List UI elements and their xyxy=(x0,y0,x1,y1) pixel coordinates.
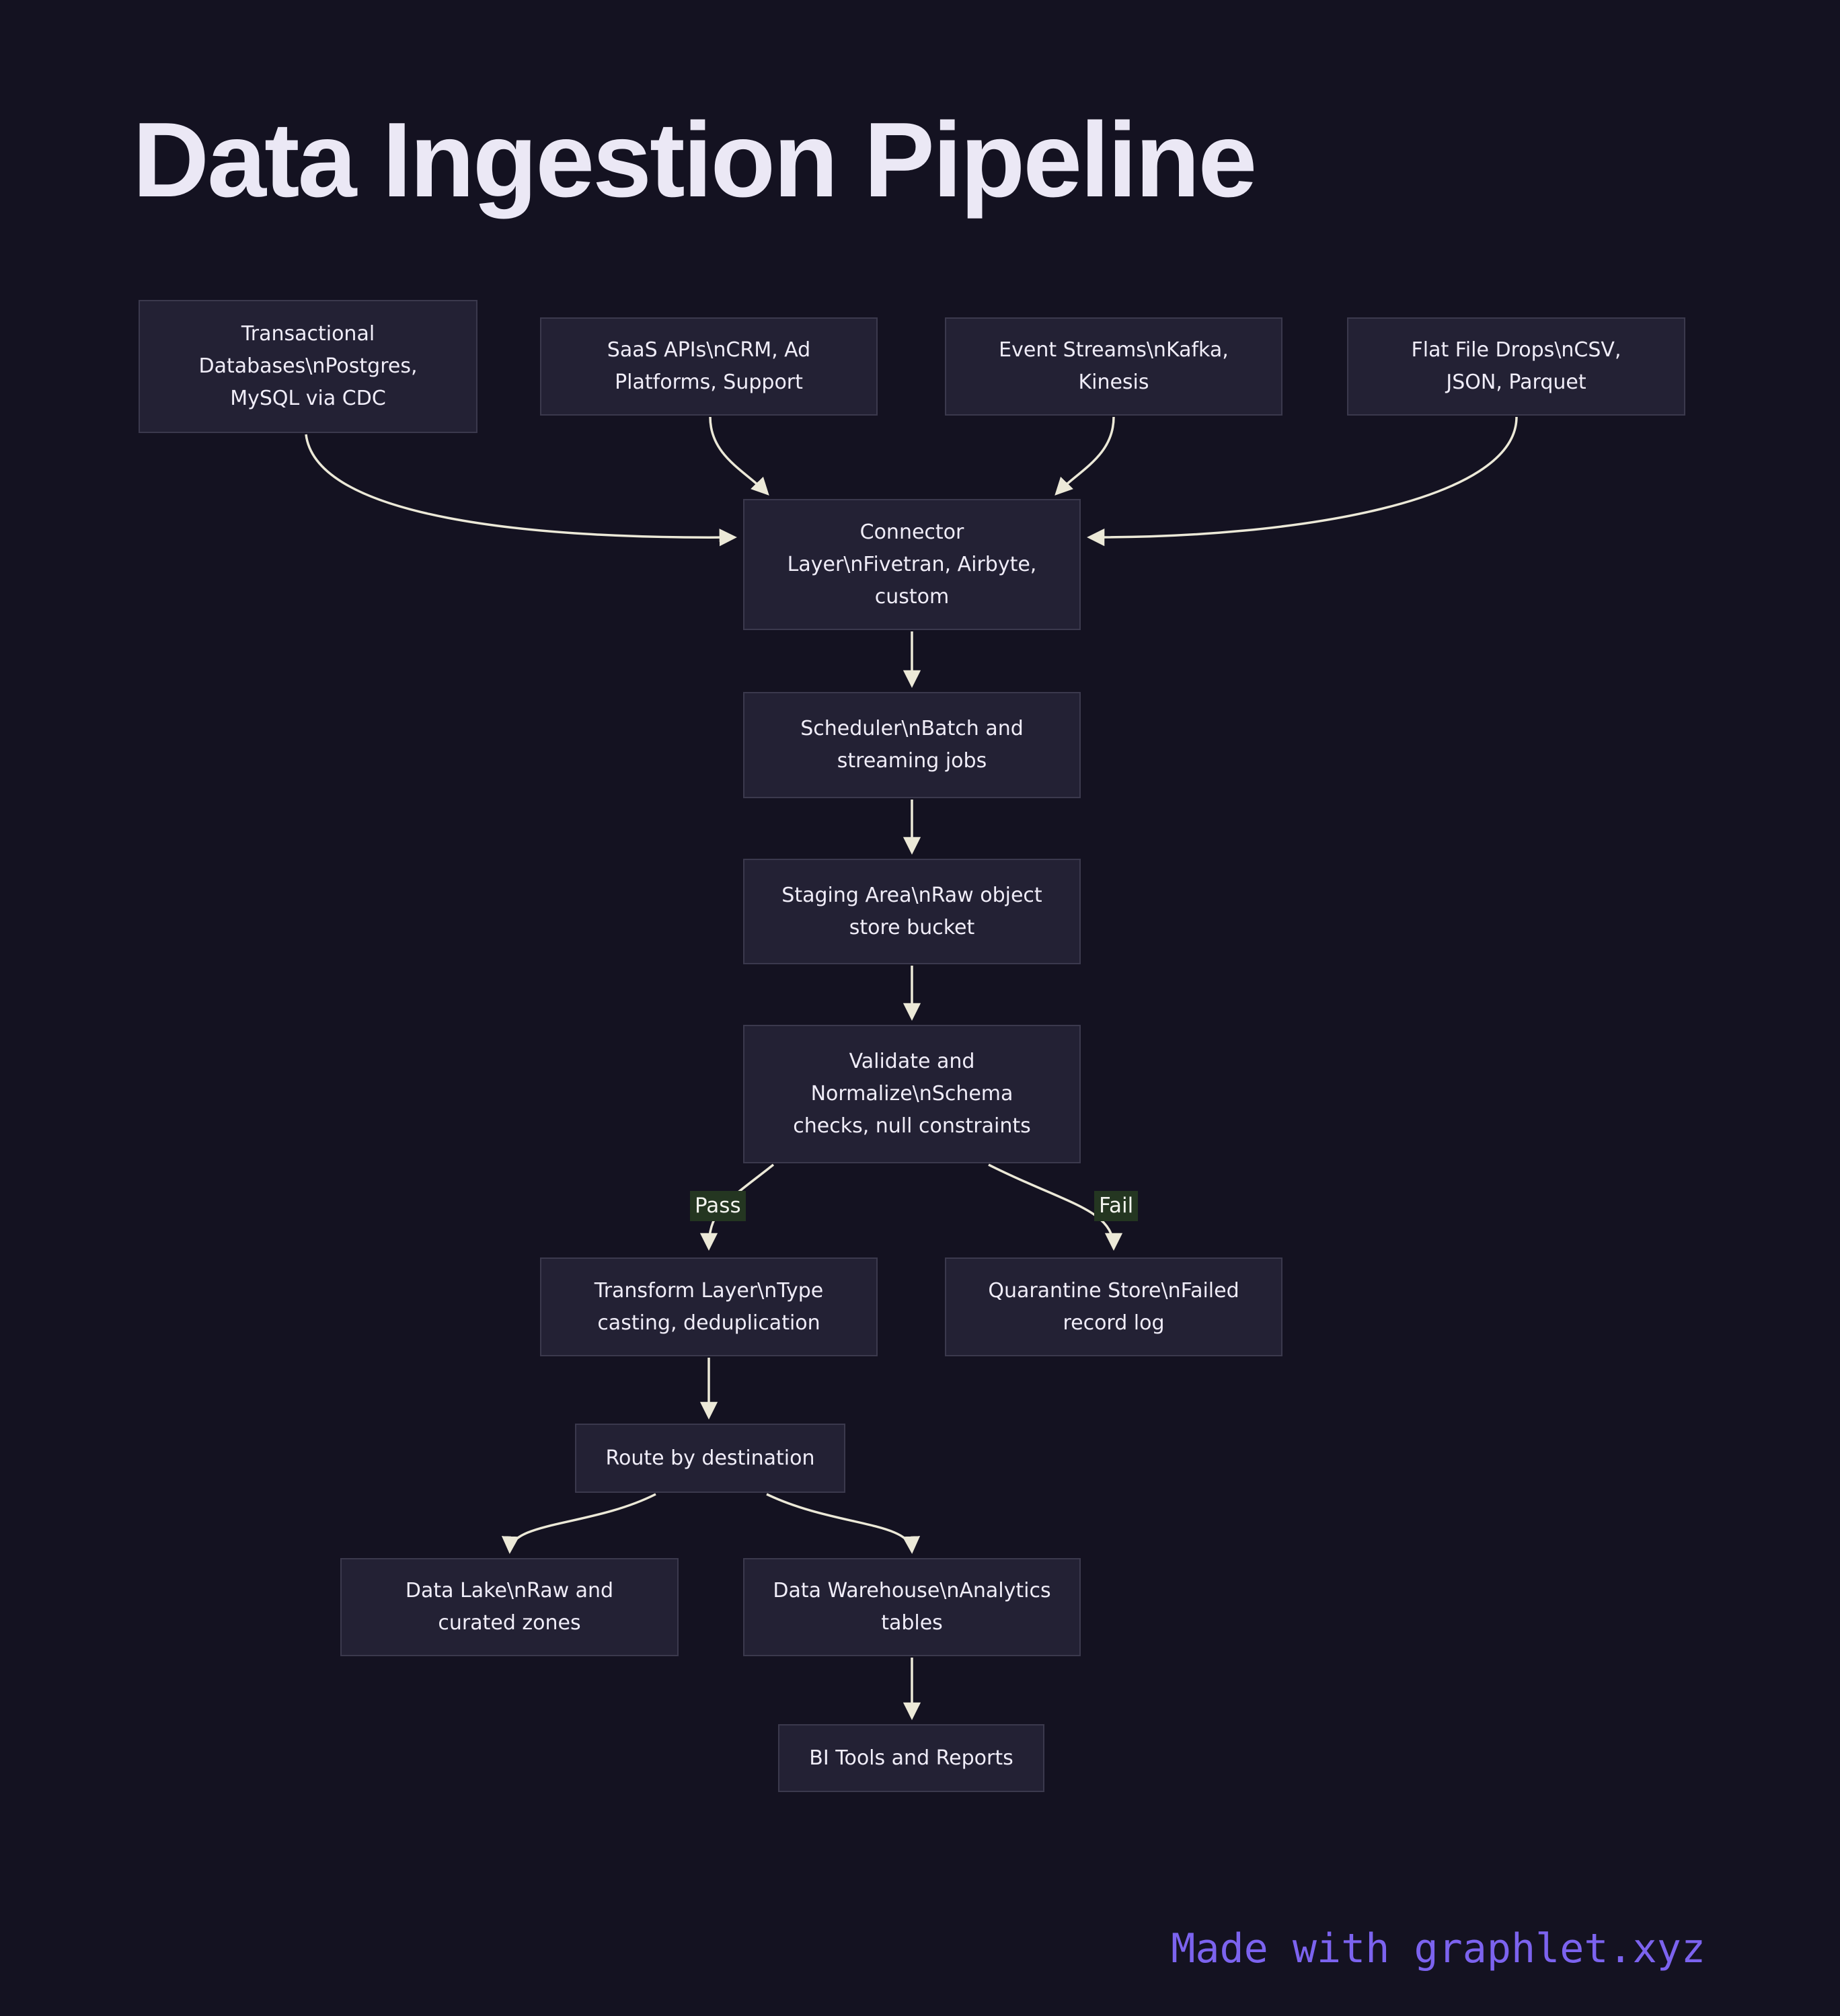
node-data-lake: Data Lake\nRaw and curated zones xyxy=(340,1558,679,1656)
edge-label-fail: Fail xyxy=(1094,1191,1139,1221)
node-label-line: checks, null constraints xyxy=(793,1114,1031,1138)
node-label-line: record log xyxy=(1063,1311,1165,1335)
node-transactional-databases: Transactional Databases\nPostgres, MySQL… xyxy=(139,300,477,433)
node-label-line: custom xyxy=(874,584,950,609)
node-staging-area: Staging Area\nRaw object store bucket xyxy=(743,859,1081,964)
node-label-line: Validate and xyxy=(849,1050,975,1073)
node-connector-layer: Connector Layer\nFivetran, Airbyte, cust… xyxy=(743,499,1081,630)
node-label-line: Kinesis xyxy=(1078,371,1149,394)
node-label-line: Data Warehouse\nAnalytics xyxy=(773,1579,1051,1602)
node-bi-tools-and-reports: BI Tools and Reports xyxy=(778,1724,1044,1792)
node-flat-file-drops: Flat File Drops\nCSV, JSON, Parquet xyxy=(1347,317,1685,416)
edge-events-to-connector xyxy=(1055,416,1115,496)
node-label-line: store bucket xyxy=(849,915,975,939)
node-label-line: Transform Layer\nType xyxy=(594,1278,824,1303)
node-label-line: Quarantine Store\nFailed xyxy=(988,1278,1239,1303)
page-title: Data Ingestion Pipeline xyxy=(132,101,1257,219)
node-saas-apis: SaaS APIs\nCRM, Ad Platforms, Support xyxy=(540,317,878,416)
node-label-line: Platforms, Support xyxy=(615,371,803,394)
node-label-line: Flat File Drops\nCSV, xyxy=(1411,338,1621,362)
node-label-line: MySQL via CDC xyxy=(230,387,386,410)
edge-transactional-to-connector xyxy=(305,434,737,547)
node-label-line: Layer\nFivetran, Airbyte, xyxy=(787,552,1037,576)
node-quarantine-store: Quarantine Store\nFailed record log xyxy=(945,1257,1282,1356)
edge-route-to-warehouse xyxy=(766,1493,921,1554)
node-label-line: curated zones xyxy=(438,1611,581,1635)
node-transform-layer: Transform Layer\nType casting, deduplica… xyxy=(540,1257,878,1356)
edge-flatfiles-to-connector xyxy=(1087,416,1518,547)
edge-validate-to-quarantine xyxy=(988,1163,1123,1251)
node-label-line: BI Tools and Reports xyxy=(809,1746,1013,1770)
node-label-line: Event Streams\nKafka, xyxy=(999,338,1229,362)
edge-label-pass: Pass xyxy=(690,1191,746,1221)
node-label-line: Databases\nPostgres, xyxy=(198,354,418,378)
node-label-line: streaming jobs xyxy=(837,749,987,773)
node-label-line: Route by destination xyxy=(605,1446,815,1470)
node-label-line: Staging Area\nRaw object xyxy=(781,883,1042,907)
node-validate-and-normalize: Validate and Normalize\nSchema checks, n… xyxy=(743,1025,1081,1163)
node-data-warehouse: Data Warehouse\nAnalytics tables xyxy=(743,1558,1081,1656)
node-route-by-destination: Route by destination xyxy=(575,1424,845,1493)
node-label-line: JSON, Parquet xyxy=(1446,371,1586,394)
node-scheduler: Scheduler\nBatch and streaming jobs xyxy=(743,692,1081,798)
credit-text: Made with graphlet.xyz xyxy=(1171,1925,1705,1972)
node-label-line: Data Lake\nRaw and xyxy=(405,1579,614,1602)
node-label-line: Connector xyxy=(859,520,964,544)
node-label-line: SaaS APIs\nCRM, Ad xyxy=(607,338,811,362)
node-label-line: Transactional xyxy=(241,322,375,346)
edge-saas-to-connector xyxy=(709,416,769,496)
node-event-streams: Event Streams\nKafka, Kinesis xyxy=(945,317,1282,416)
node-label-line: Normalize\nSchema xyxy=(810,1082,1013,1106)
edge-route-to-lake xyxy=(501,1493,656,1554)
node-label-line: casting, deduplication xyxy=(597,1311,820,1335)
node-label-line: Scheduler\nBatch and xyxy=(800,717,1024,740)
node-label-line: tables xyxy=(881,1611,943,1635)
